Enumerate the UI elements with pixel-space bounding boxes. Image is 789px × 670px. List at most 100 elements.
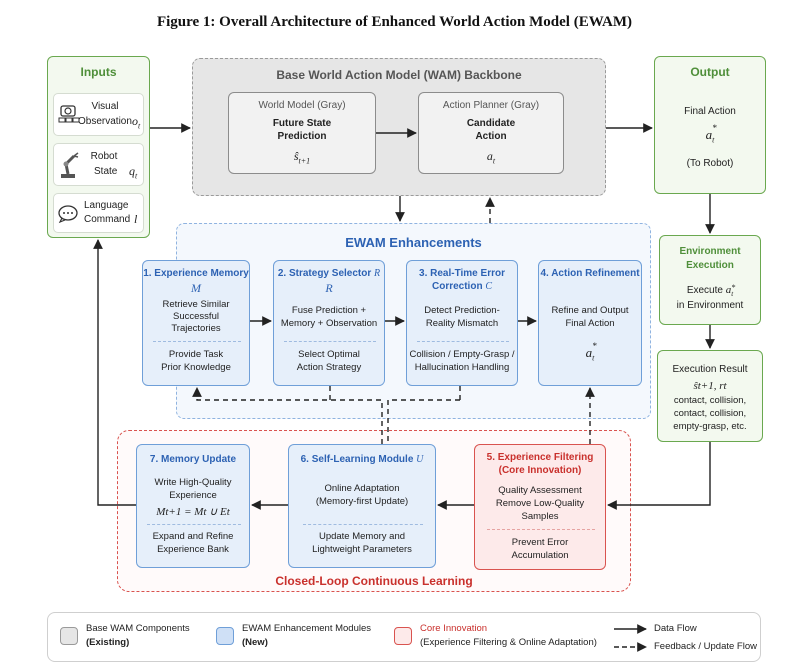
m2-divider (284, 341, 376, 342)
m2-l3: Select Optimal (298, 349, 360, 360)
m3-title1: 3. Real-Time Error (419, 268, 505, 279)
m4-sup: * (592, 341, 597, 351)
lang-symbol: l (134, 212, 138, 226)
error-correction-box: 3. Real-Time Error Correction C Detect P… (406, 260, 518, 386)
out-sub: t (712, 135, 715, 145)
action-refinement-box: 4. Action Refinement Refine and Output F… (538, 260, 642, 386)
m2-title: 2. Strategy Selector R (274, 268, 384, 279)
m2-l2: Memory + Observation (280, 318, 378, 329)
robot-arm-icon (58, 150, 80, 180)
m1-symbol: M (191, 281, 201, 295)
legend-swatch-red (394, 627, 412, 645)
env-line2: in Environment (676, 300, 744, 311)
env-sym: a (725, 284, 732, 296)
env-sub: t (731, 290, 734, 299)
m5-l5: Accumulation (511, 550, 569, 561)
output-line2: (To Robot) (686, 158, 734, 169)
experience-memory-box: 1. Experience Memory M Retrieve Similar … (142, 260, 250, 386)
out-sup: * (712, 123, 717, 133)
arrow-result-filter (607, 442, 711, 510)
robot-state: Robot State qt (53, 143, 144, 186)
m7-divider (147, 524, 241, 525)
legend-ewam-1: EWAM Enhancement Modules (242, 623, 372, 634)
m7-l1: Write High-Quality (154, 477, 232, 488)
exec-formula: ŝt+1, rt (693, 380, 727, 392)
env-sup: * (731, 283, 736, 292)
m4-sub: t (592, 353, 595, 363)
m6-l3: Update Memory and (318, 531, 406, 542)
m3-divider (417, 341, 509, 342)
legend-ewam-2: (New) (242, 637, 268, 648)
m1-l2: Successful (173, 311, 219, 322)
m3-l1: Detect Prediction- (424, 305, 500, 316)
legend-swatch-blue (216, 627, 234, 645)
m5-title1: 5. Experience Filtering (486, 452, 594, 463)
m6-l2: (Memory-first Update) (315, 496, 409, 507)
env-header-2: Execution (686, 260, 734, 271)
inputs-header: Inputs (80, 65, 117, 79)
m5-title2: (Core Innovation) (498, 465, 582, 476)
ap-sub: t (492, 156, 496, 166)
inputs-panel: Inputs Visual Observation ot Robot State… (47, 56, 150, 238)
legend-base-1: Base WAM Components (86, 623, 190, 634)
lang-label-1: Language (84, 200, 129, 211)
experience-filtering-box: 5. Experience Filtering (Core Innovation… (474, 444, 606, 570)
m6-l4: Lightweight Parameters (312, 544, 412, 555)
world-model-box: World Model (Gray) Future State Predicti… (228, 92, 376, 174)
exec-line3: empty-grasp, etc. (673, 421, 747, 432)
visual-observation: Visual Observation ot (53, 93, 144, 136)
m6-title-text: 6. Self-Learning Module (300, 454, 414, 465)
m2-l4: Action Strategy (296, 362, 362, 373)
m6-divider (303, 524, 423, 525)
legend: Base WAM Components (Existing) EWAM Enha… (47, 612, 761, 662)
backbone-title: Base World Action Model (WAM) Backbone (276, 68, 522, 82)
m1-l3: Trajectories (171, 323, 221, 334)
feedback-m3-self (387, 399, 460, 444)
exec-line1: contact, collision, (673, 395, 747, 406)
m4-sym: a (585, 345, 593, 360)
feedback-self-m1 (192, 387, 383, 444)
figure-title: Figure 1: Overall Architecture of Enhanc… (156, 14, 633, 30)
chat-bubble-icon (57, 204, 79, 224)
m5-l1: Quality Assessment (498, 485, 582, 496)
visual-sub: t (138, 121, 141, 131)
robot-label-1: Robot (90, 151, 118, 162)
m5-divider (487, 529, 595, 530)
m7-formula: Mt+1 = Mt ∪ Et (156, 506, 230, 518)
m3-title2: Correction C (407, 281, 517, 292)
world-model-symbol: ŝt+1 (229, 149, 375, 165)
world-model-line2: Prediction (277, 131, 327, 142)
lang-label-2: Command (84, 214, 131, 225)
m3-l2: Reality Mismatch (425, 318, 499, 329)
legend-core-1: Core Innovation (420, 623, 488, 634)
m7-title: 7. Memory Update (149, 454, 237, 465)
m3-l3: Collision / Empty-Grasp / (409, 349, 515, 360)
robot-sub: t (135, 171, 138, 181)
environment-panel: Environment Execution Execute a*t in Env… (659, 235, 761, 325)
loop-title: Closed-Loop Continuous Learning (275, 574, 473, 588)
m1-title: 1. Experience Memory (143, 268, 249, 279)
m4-l2: Final Action (565, 318, 615, 329)
legend-swatch-gray (60, 627, 78, 645)
visual-label-1: Visual (91, 101, 119, 112)
action-planner-line2: Action (475, 131, 507, 142)
world-model-title: World Model (Gray) (258, 100, 346, 111)
output-line1: Final Action (684, 106, 736, 117)
wm-sub: t+1 (298, 156, 311, 166)
action-planner-title: Action Planner (Gray) (442, 100, 540, 111)
m7-l3: Expand and Refine (152, 531, 234, 542)
robot-symbol: qt (129, 164, 137, 180)
env-line1: Execute a*t (660, 283, 760, 301)
legend-feedback-flow: Feedback / Update Flow (654, 641, 757, 652)
legend-arrows (614, 624, 647, 652)
exec-title: Execution Result (672, 364, 748, 375)
m3-l4: Hallucination Handling (414, 362, 510, 373)
visual-sym: o (132, 114, 138, 128)
wm-sym: ŝ (293, 149, 299, 163)
m4-symbol: a* t (539, 341, 641, 363)
m4-title: 4. Action Refinement (540, 268, 640, 279)
m6-l1: Online Adaptation (324, 483, 400, 494)
exec-result-panel: Execution Result ŝt+1, rt contact, colli… (657, 350, 763, 442)
camera-icon (58, 104, 80, 124)
